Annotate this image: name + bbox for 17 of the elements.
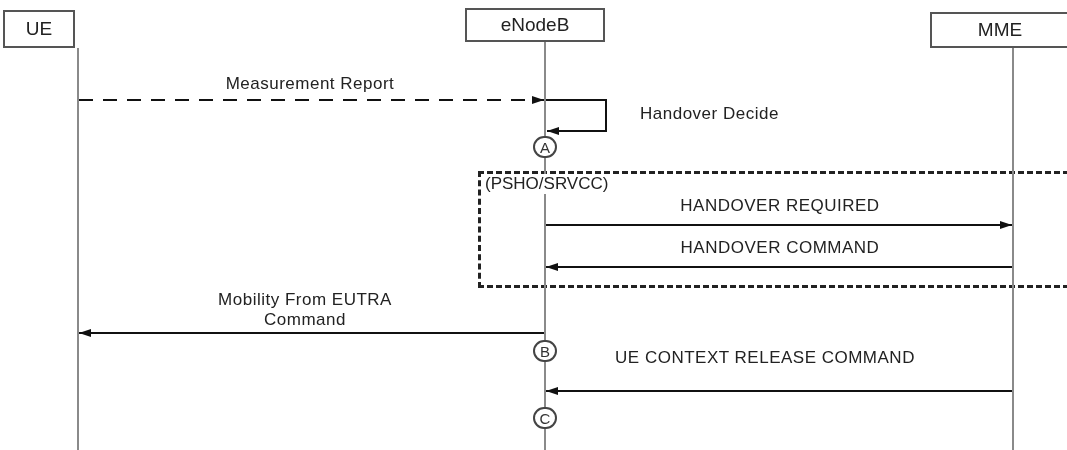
message-label: Mobility From EUTRA Command	[217, 290, 393, 330]
message-label: HANDOVER COMMAND	[679, 238, 881, 258]
participant-box: eNodeB	[465, 8, 605, 42]
lifeline	[1012, 48, 1014, 450]
message-label: Handover Decide	[640, 104, 780, 124]
message-label: HANDOVER REQUIRED	[679, 196, 881, 216]
message-arrow	[545, 387, 1013, 395]
message-label: Measurement Report	[224, 74, 396, 94]
participant-box: UE	[3, 10, 75, 48]
message-arrow	[78, 329, 545, 337]
message-arrow	[545, 221, 1013, 229]
message-arrow	[545, 99, 607, 135]
lifeline	[77, 48, 79, 450]
message-arrow	[545, 263, 1013, 271]
message-arrow	[78, 96, 545, 104]
message-label: UE CONTEXT RELEASE COMMAND	[614, 348, 916, 368]
participant-box: MME	[930, 12, 1067, 48]
